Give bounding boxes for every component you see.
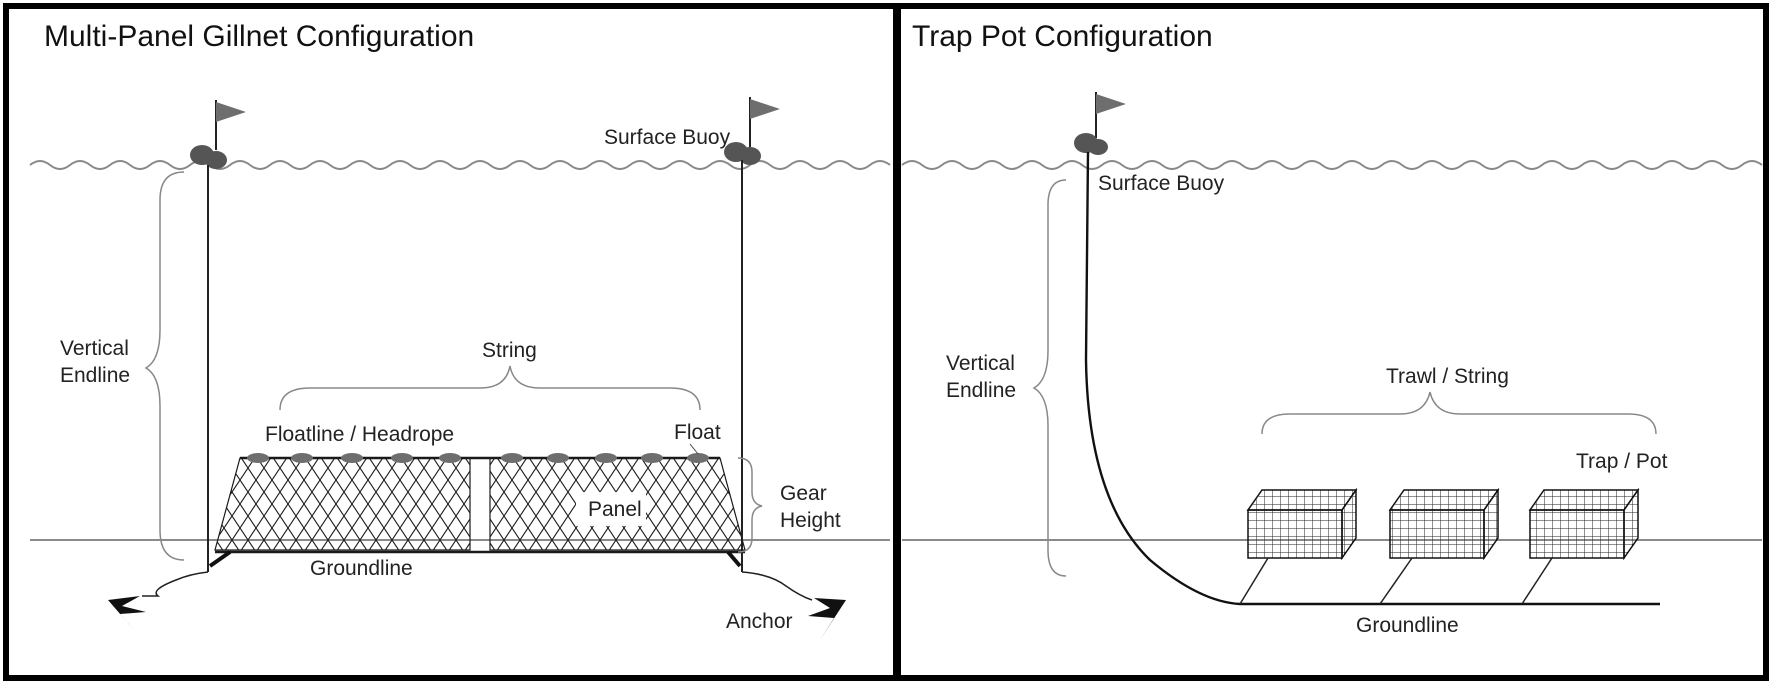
trap-icon bbox=[1247, 509, 1343, 559]
trap-top bbox=[1528, 489, 1640, 511]
trap-surface-buoy-label: Surface Buoy bbox=[1098, 172, 1225, 195]
right-anchor bbox=[808, 598, 846, 640]
trap-2 bbox=[1388, 487, 1500, 561]
gillnet-vertical-endline-label: Vertical Endline bbox=[60, 337, 135, 387]
anchor-icon bbox=[108, 596, 146, 630]
panel-label-bg bbox=[576, 492, 646, 526]
buoy-icon bbox=[739, 147, 761, 165]
trap-top bbox=[1246, 489, 1358, 511]
trap-panel: Trap Pot Configuration Surface Buoy Vert… bbox=[895, 3, 1769, 681]
trap-bridle bbox=[1239, 557, 1269, 605]
trawl-string-brace bbox=[1261, 391, 1657, 435]
anchor-connector bbox=[208, 550, 232, 568]
left-anchor-line bbox=[142, 571, 209, 597]
trap-pot-label: Trap / Pot bbox=[1576, 450, 1668, 473]
floats bbox=[247, 453, 709, 463]
float-icon bbox=[595, 453, 617, 463]
trap-groundline-label: Groundline bbox=[1356, 614, 1459, 637]
water-surface-line bbox=[901, 160, 1763, 170]
trap-vertical-endline-label: Vertical Endline bbox=[946, 352, 1021, 402]
float-icon bbox=[291, 453, 313, 463]
buoy-icon bbox=[205, 151, 227, 169]
trap-3 bbox=[1528, 487, 1640, 561]
flag-icon bbox=[216, 102, 246, 122]
flag-icon bbox=[1096, 94, 1126, 114]
trap-vertical-endline bbox=[1084, 151, 1660, 606]
panel-label: Panel bbox=[588, 498, 642, 521]
left-surface-buoy bbox=[190, 100, 246, 169]
float-icon bbox=[547, 453, 569, 463]
trap-title: Trap Pot Configuration bbox=[912, 20, 1213, 53]
float-icon bbox=[687, 453, 709, 463]
gillnet-panel: Multi-Panel Gillnet Configuration Surfac… bbox=[3, 3, 899, 681]
float-icon bbox=[641, 453, 663, 463]
anchor-label: Anchor bbox=[726, 610, 793, 633]
anchor-connector bbox=[726, 550, 742, 568]
gear-height-label: Gear Height bbox=[780, 482, 841, 532]
trap-vertical-endline-brace bbox=[1032, 179, 1067, 577]
gillnet-net bbox=[208, 453, 746, 568]
float-icon bbox=[247, 453, 269, 463]
trap-surface-buoy bbox=[1074, 92, 1126, 155]
trap-1 bbox=[1246, 487, 1358, 561]
trap-bridle bbox=[1379, 557, 1413, 605]
float-pointer bbox=[689, 443, 699, 455]
trap-panel-border bbox=[895, 3, 1769, 681]
trap-top bbox=[1388, 489, 1500, 511]
float-icon bbox=[501, 453, 523, 463]
trap-bridle bbox=[1521, 557, 1553, 605]
flag-icon bbox=[750, 99, 780, 119]
gear-height-brace bbox=[737, 457, 763, 553]
float-icon bbox=[439, 453, 461, 463]
gillnet-title: Multi-Panel Gillnet Configuration bbox=[44, 20, 474, 53]
trap-icon bbox=[1529, 509, 1625, 559]
gillnet-surface-buoy-label: Surface Buoy bbox=[604, 126, 731, 149]
right-surface-buoy bbox=[724, 97, 780, 165]
float-icon bbox=[341, 453, 363, 463]
net-panel-left bbox=[214, 457, 471, 551]
water-surface-line bbox=[29, 160, 891, 170]
gillnet-groundline-label: Groundline bbox=[310, 557, 413, 580]
floatline-label: Floatline / Headrope bbox=[265, 423, 454, 446]
trawl-string-label: Trawl / String bbox=[1386, 365, 1509, 388]
trap-icon bbox=[1389, 509, 1485, 559]
left-anchor bbox=[108, 596, 146, 630]
float-icon bbox=[391, 453, 413, 463]
vertical-endline-brace bbox=[144, 171, 185, 561]
anchor-icon bbox=[808, 598, 846, 640]
right-anchor-line bbox=[741, 571, 813, 601]
string-label: String bbox=[482, 339, 537, 362]
string-brace bbox=[279, 365, 701, 411]
float-label: Float bbox=[674, 421, 721, 444]
buoy-icon bbox=[1088, 139, 1108, 155]
